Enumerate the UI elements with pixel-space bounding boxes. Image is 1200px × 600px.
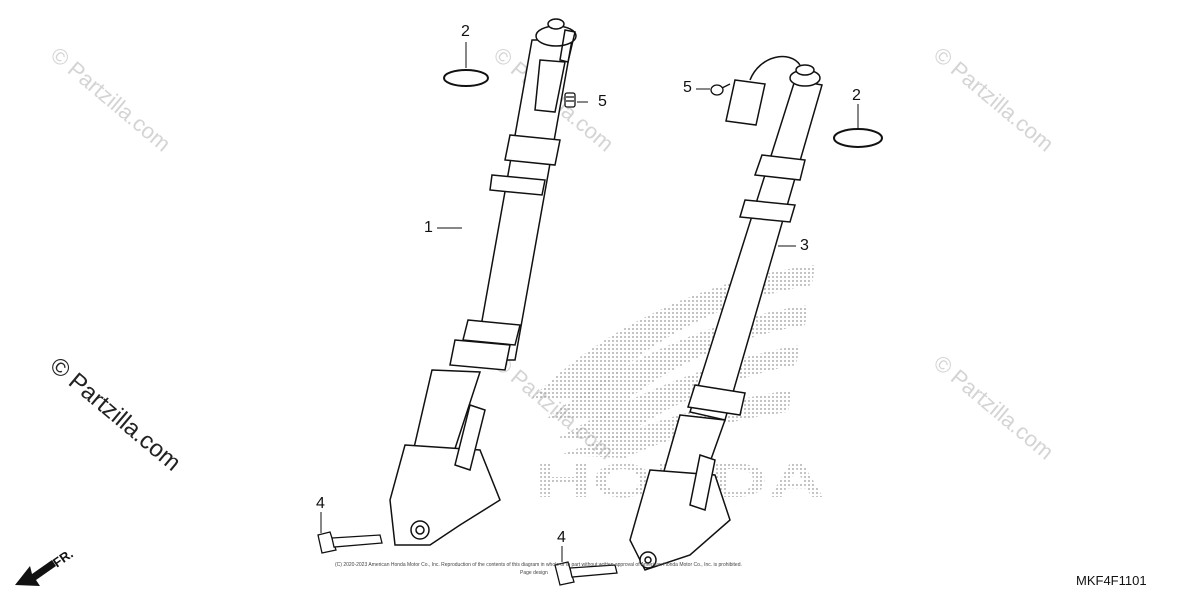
callout-5-right[interactable]: 5 [683,79,692,96]
front-direction-arrow-icon [15,560,56,586]
callout-1[interactable]: 1 [424,219,433,236]
honda-wing-logo [530,265,815,458]
copyright-notice-line2: Page design [520,570,548,576]
callout-2-right[interactable]: 2 [852,87,861,104]
front-fork-left [389,18,577,546]
callout-4-left[interactable]: 4 [316,495,325,512]
callout-5-left[interactable]: 5 [598,93,607,110]
leader-lines [320,42,859,562]
callout-2-left[interactable]: 2 [461,23,470,40]
front-fork-right [629,55,823,571]
diagram-code: MKF4F1101 [1076,573,1147,588]
copyright-notice: (C) 2020-2023 American Honda Motor Co., … [335,562,742,568]
callout-4-right[interactable]: 4 [557,529,566,546]
o-ring-left [443,69,489,87]
bolt-left [317,531,383,554]
screw-right [710,83,731,96]
screw-left [564,92,576,108]
o-ring-right [833,128,883,148]
callout-3[interactable]: 3 [800,237,809,254]
bolt-right [554,561,618,586]
